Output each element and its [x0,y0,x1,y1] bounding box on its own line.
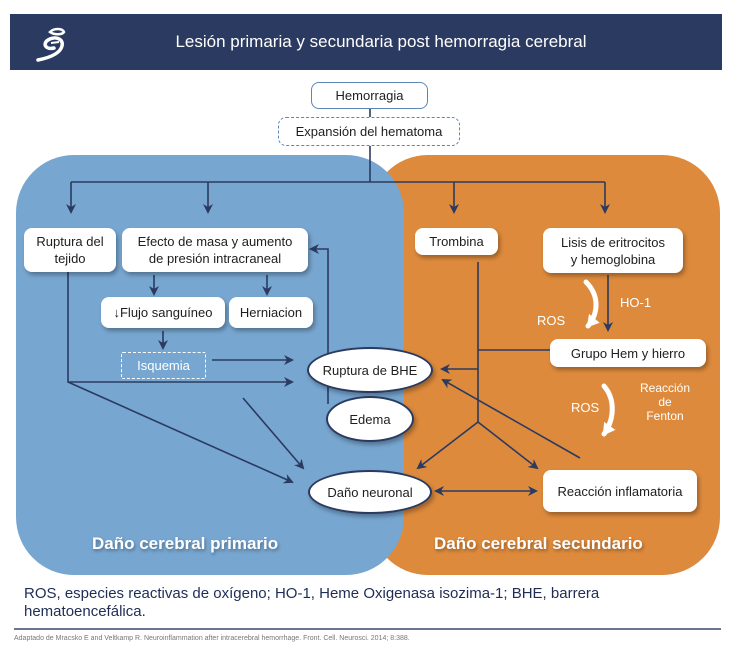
label-ho1: HO-1 [620,295,652,310]
node-hemorragia-label: Hemorragia [335,88,404,103]
node-ruptura-tejido-line2: tejido [54,251,86,266]
node-dano-neuronal: Daño neuronal [308,470,432,514]
label-ros-2: ROS [571,400,600,415]
node-ruptura-tejido: Ruptura del tejido [24,228,116,272]
node-flujo-sanguineo: ↓ Flujo sanguíneo [101,297,225,328]
node-dano-neuronal-label: Daño neuronal [327,484,413,500]
node-efecto-masa-line1: Efecto de masa y aumento [137,234,293,249]
node-edema-label: Edema [349,411,391,427]
node-edema: Edema [326,396,414,442]
node-isquemia: Isquemia [121,352,206,379]
label-fenton-line3: Fenton [646,409,684,423]
node-lisis-line2: y hemoglobina [570,251,656,267]
label-ros-1: ROS [537,313,566,328]
node-herniacion-label: Herniacion [239,305,303,320]
node-herniacion: Herniacion [229,297,313,328]
node-hemorragia: Hemorragia [311,82,428,109]
node-expansion-hematoma: Expansión del hematoma [278,117,460,146]
secondary-panel-label: Daño cerebral secundario [434,534,643,553]
node-lisis-eritrocitos: Lisis de eritrocitos y hemoglobina [543,228,683,273]
primary-panel-label: Daño cerebral primario [92,534,279,553]
node-ruptura-bhe: Ruptura de BHE [307,347,433,393]
node-trombina-label: Trombina [429,234,484,249]
node-efecto-masa-line2: de presión intracraneal [148,251,282,266]
node-grupo-hem-hierro: Grupo Hem y hierro [550,339,706,367]
serpent-logo-icon [36,27,66,62]
node-expansion-label: Expansión del hematoma [295,124,443,139]
label-fenton-line2: de [658,395,672,409]
footer-divider [14,628,721,630]
node-grupo-hem-label: Grupo Hem y hierro [570,345,686,361]
node-ruptura-tejido-line1: Ruptura del [36,234,104,249]
label-fenton-line1: Reacción [639,381,691,395]
node-ruptura-bhe-label: Ruptura de BHE [322,362,418,378]
node-efecto-masa: Efecto de masa y aumento de presión intr… [122,228,308,272]
source-citation: Adaptado de Mracsko E and Veltkamp R. Ne… [14,635,410,642]
node-isquemia-label: Isquemia [137,358,190,373]
down-arrow-icon: ↓ [113,305,120,320]
label-reaccion-fenton: Reacción de Fenton [633,381,697,423]
node-flujo-label: Flujo sanguíneo [119,305,213,320]
node-lisis-line1: Lisis de eritrocitos [560,234,666,250]
header-banner: Lesión primaria y secundaria post hemorr… [10,14,722,70]
node-reaccion-inflamatoria: Reacción inflamatoria [543,470,697,512]
diagram-title: Lesión primaria y secundaria post hemorr… [175,32,587,51]
abbreviations-footnote: ROS, especies reactivas de oxígeno; HO-1… [24,585,600,620]
node-trombina: Trombina [415,228,498,255]
node-reaccion-inflamatoria-label: Reacción inflamatoria [557,483,683,499]
